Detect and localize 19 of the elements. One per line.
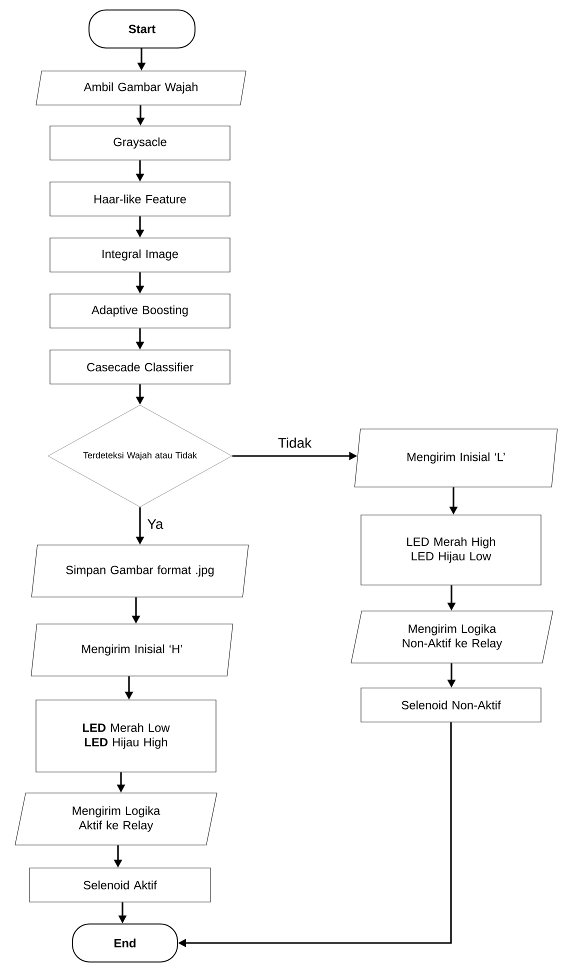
- input-output-box: Mengirim Logika Aktif ke Relay: [14, 792, 218, 846]
- terminator: Start: [88, 10, 196, 48]
- edge-label: Ya: [148, 519, 164, 529]
- input-output-box: Mengirim Inisial ‘H’: [30, 624, 234, 676]
- input-output-box: Mengirim Logika Non-Aktif ke Relay: [350, 610, 554, 664]
- process-box: LED Merah Low LED Hijau High: [36, 700, 216, 772]
- edge-label: Tidak: [278, 438, 312, 448]
- terminator: End: [72, 924, 178, 962]
- input-output-box: Mengirim Inisial ‘L’: [354, 428, 558, 488]
- process-box: Adaptive Boosting: [50, 294, 230, 328]
- process-box: Integral Image: [50, 238, 230, 272]
- process-box: Selenoid Non-Aktif: [360, 688, 542, 722]
- process-box: Graysacle: [50, 126, 230, 160]
- process-box: Selenoid Aktif: [29, 868, 211, 902]
- process-box: LED Merah High LED Hijau Low: [360, 514, 542, 586]
- input-output-box: Simpan Gambar format .jpg: [31, 544, 249, 598]
- process-box: Haar-like Feature: [50, 182, 230, 216]
- process-box: Casecade Classifier: [50, 350, 230, 384]
- input-output-box: Ambil Gambar Wajah: [36, 70, 246, 106]
